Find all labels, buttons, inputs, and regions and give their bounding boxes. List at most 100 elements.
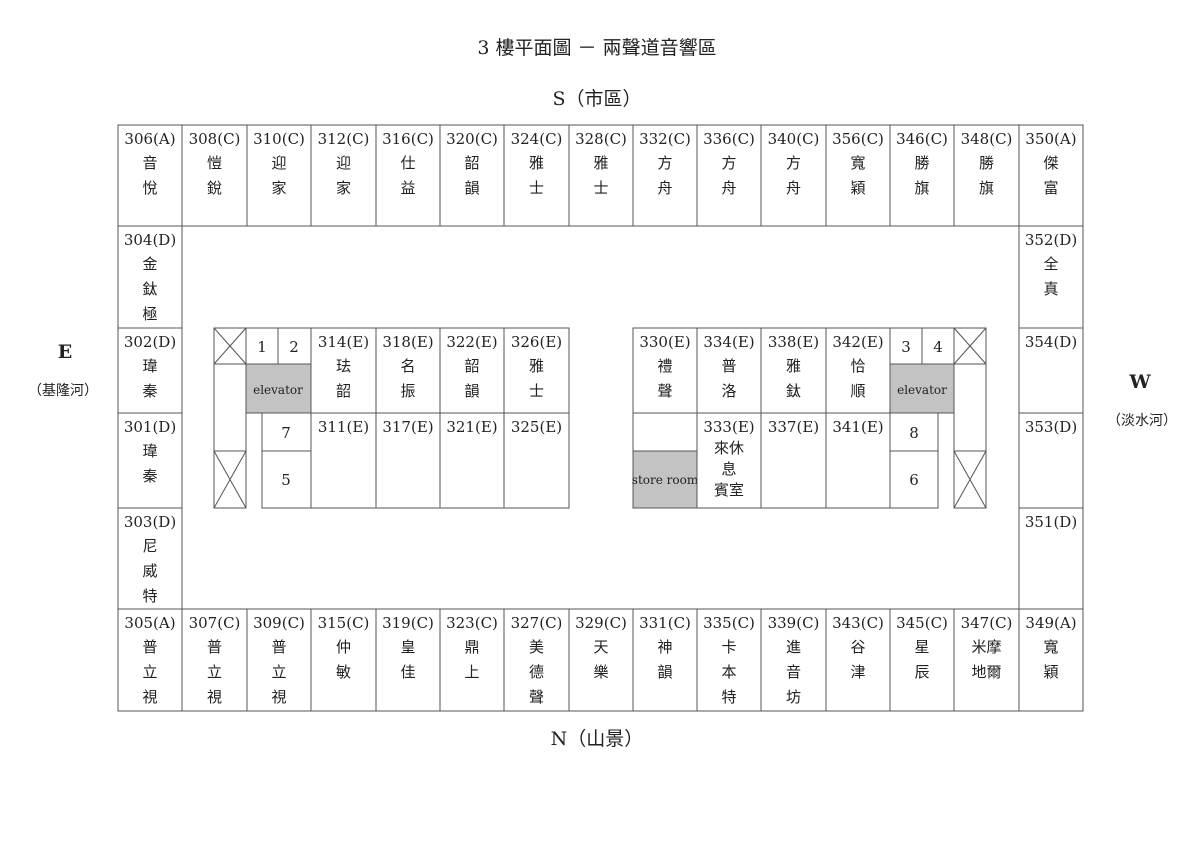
room-name-line: 鼎	[464, 638, 479, 656]
numbered-cell-5	[261, 450, 312, 509]
room-box	[375, 327, 441, 414]
room-number: 330(E)	[639, 333, 690, 351]
numbered-cell-1	[245, 327, 279, 365]
room-box	[375, 608, 441, 712]
room-box	[1018, 124, 1084, 227]
room-name-line: 迎	[271, 154, 286, 172]
room-328-c: 328(C)雅士	[568, 124, 634, 227]
room-name-line: 勝	[914, 154, 929, 172]
room-name-line: 穎	[1043, 663, 1058, 681]
room-name-line: 富	[1043, 179, 1058, 197]
room-343-c: 343(C)谷津	[825, 608, 891, 712]
room-name-line: 旗	[979, 179, 994, 197]
room-318-e: 318(E)名振	[375, 327, 441, 414]
south-direction-label: S（市區）	[552, 88, 641, 110]
room-name-line: 音	[142, 154, 157, 172]
room-number: 336(C)	[703, 130, 755, 148]
room-number: 351(D)	[1025, 513, 1077, 531]
room-box	[760, 327, 827, 414]
room-302-d: 302(D)瑋秦	[117, 327, 183, 414]
room-number: 325(E)	[511, 418, 562, 436]
room-name-line: 卡	[721, 638, 736, 656]
room-name-line: 方	[721, 154, 736, 172]
room-box	[117, 412, 183, 509]
room-box	[632, 327, 698, 414]
room-number: 337(E)	[768, 418, 819, 436]
room-name-line: 方	[786, 154, 801, 172]
room-box	[568, 124, 634, 227]
room-number: 320(C)	[446, 130, 498, 148]
room-317-e: 317(E)	[375, 412, 441, 509]
room-name-line: 坊	[786, 688, 801, 706]
right-central-block: store room 3 4 elevator 8 6 330(E)禮聲334(…	[632, 327, 987, 509]
room-name-line: 傑	[1043, 154, 1058, 172]
room-number: 319(C)	[382, 614, 434, 632]
room-number: 342(E)	[832, 333, 883, 351]
room-number: 323(C)	[446, 614, 498, 632]
room-name-line: 威	[142, 562, 157, 580]
room-number: 356(C)	[832, 130, 884, 148]
numbered-cell-label: 8	[909, 424, 919, 442]
room-box	[1018, 608, 1084, 712]
room-name-line: 洛	[721, 382, 736, 400]
room-name-line: 名	[400, 357, 415, 375]
room-box	[310, 608, 377, 712]
room-number: 328(C)	[575, 130, 627, 148]
room-box	[1018, 412, 1084, 509]
room-name-line: 珐	[336, 357, 351, 375]
room-330-e: 330(E)禮聲	[632, 327, 698, 414]
numbered-cell-label: 6	[909, 471, 919, 489]
room-name-line: 韶	[336, 382, 351, 400]
room-335-c: 335(C)卡本特	[696, 608, 762, 712]
south-room-row: 306(A)音悅308(C)愷銳310(C)迎家312(C)迎家316(C)仕益…	[117, 124, 1084, 227]
stair-cross	[213, 450, 247, 509]
room-name-line: 來休	[714, 439, 744, 457]
room-345-c: 345(C)星辰	[889, 608, 955, 712]
room-number: 332(C)	[639, 130, 691, 148]
room-name-line: 樂	[593, 663, 608, 681]
room-314-e: 314(E)珐韶	[310, 327, 377, 414]
room-name-line: 秦	[142, 467, 157, 485]
room-name-line: 舟	[657, 179, 672, 197]
room-box	[953, 608, 1020, 712]
room-name-line: 尼	[142, 537, 157, 555]
room-number: 334(E)	[703, 333, 754, 351]
room-name-line: 恰	[850, 357, 865, 375]
room-name-line: 天	[593, 638, 608, 656]
room-name-line: 全	[1043, 255, 1058, 273]
room-box	[825, 124, 891, 227]
room-number: 310(C)	[253, 130, 305, 148]
room-312-c: 312(C)迎家	[310, 124, 377, 227]
room-329-c: 329(C)天樂	[568, 608, 634, 712]
room-311-e: 311(E)	[310, 412, 377, 509]
north-room-row: 305(A)普立視307(C)普立視309(C)普立視315(C)仲敏319(C…	[117, 608, 1084, 712]
corridor-box	[632, 412, 698, 452]
numbered-cell-label: 5	[281, 471, 291, 489]
room-number: 322(E)	[446, 333, 497, 351]
room-box	[117, 225, 183, 329]
room-name-line: 鈦	[786, 382, 801, 400]
room-name-line: 敏	[336, 663, 351, 681]
room-name-line: 舟	[721, 179, 736, 197]
room-name-line: 賓室	[714, 481, 744, 499]
stair-cross	[953, 327, 987, 365]
room-341-e: 341(E)	[825, 412, 891, 509]
room-box	[310, 412, 377, 509]
room-box	[503, 412, 570, 509]
room-name-line: 立	[207, 663, 222, 681]
room-box	[825, 608, 891, 712]
room-name-line: 雅	[529, 357, 544, 375]
room-number: 339(C)	[768, 614, 820, 632]
room-331-c: 331(C)神韻	[632, 608, 698, 712]
room-name-line: 普	[142, 638, 157, 656]
room-box	[439, 327, 505, 414]
room-name-line: 米摩	[971, 638, 1001, 656]
numbered-cell-7	[261, 412, 312, 452]
room-name-line: 士	[593, 179, 608, 197]
room-number: 311(E)	[318, 418, 369, 436]
east-direction-label: E	[58, 341, 72, 363]
room-name-line: 銳	[207, 179, 222, 197]
room-box	[375, 124, 441, 227]
